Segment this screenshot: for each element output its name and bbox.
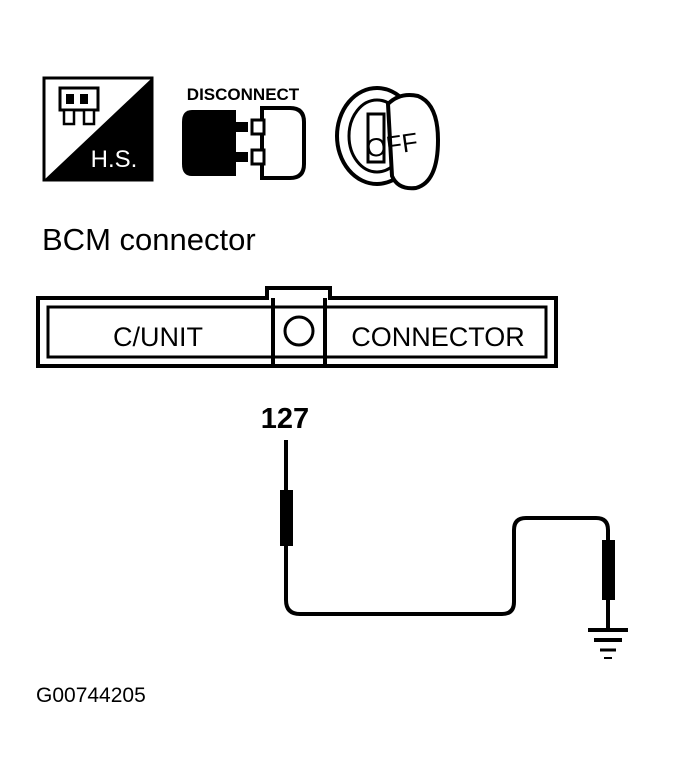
wire-insulator-left [280,490,293,546]
ignition-key-off-icon: OFF [335,86,441,191]
connector-left-label: C/UNIT [113,322,203,352]
connector-pin-hole [283,315,315,347]
connector-right-label: CONNECTOR [351,322,525,352]
disconnect-label: DISCONNECT [187,85,300,104]
harness-hs-icon: H.S. [42,76,154,182]
figure-id: G00744205 [36,684,146,707]
hs-label: H.S. [91,146,138,173]
disconnect-icon: DISCONNECT [182,85,306,180]
ground-symbol-icon [588,628,628,659]
wire-insulator-right [602,540,615,600]
ground-wire [280,440,615,628]
page-title: BCM connector [42,222,256,257]
key-off-label: OFF [364,127,420,164]
bcm-connector-block: C/UNIT CONNECTOR [36,286,558,368]
terminal-number: 127 [261,403,309,435]
